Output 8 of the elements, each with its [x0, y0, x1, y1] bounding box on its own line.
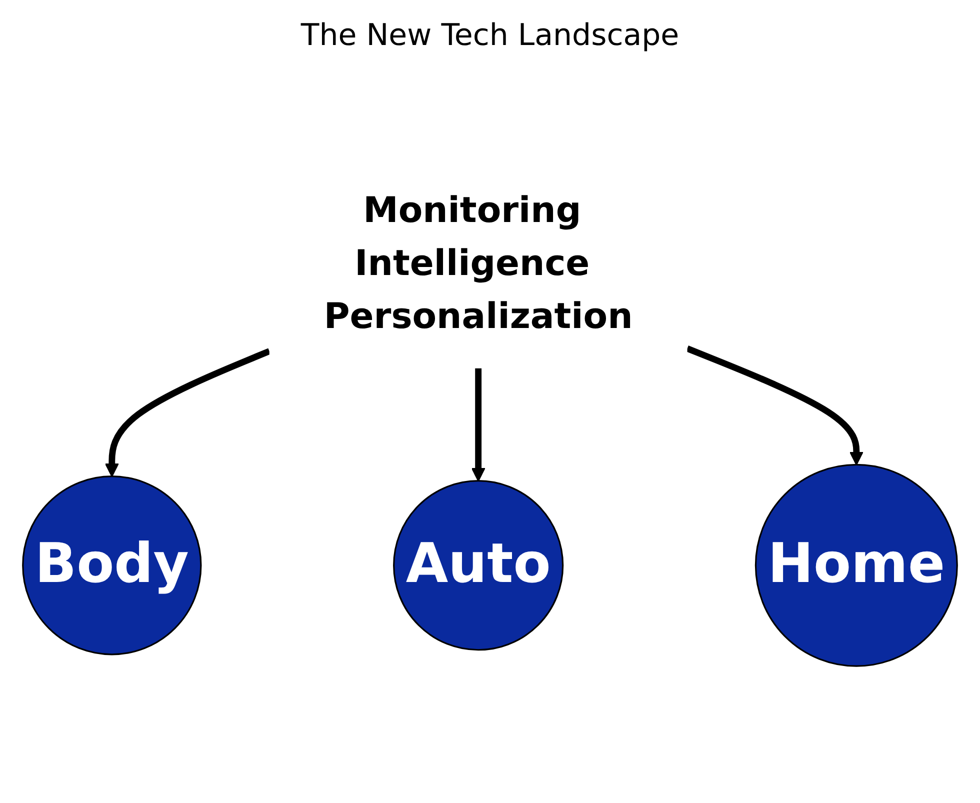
arrow — [104, 348, 271, 476]
arrow — [471, 368, 486, 482]
node-circle: Auto — [393, 480, 564, 650]
node-circle: Home — [754, 463, 958, 666]
node-circle: Body — [22, 475, 202, 655]
diagram-title: The New Tech Landscape — [300, 18, 680, 53]
arrow — [686, 345, 864, 465]
node-text: Monitoring Intelligence Personalization — [324, 190, 633, 338]
